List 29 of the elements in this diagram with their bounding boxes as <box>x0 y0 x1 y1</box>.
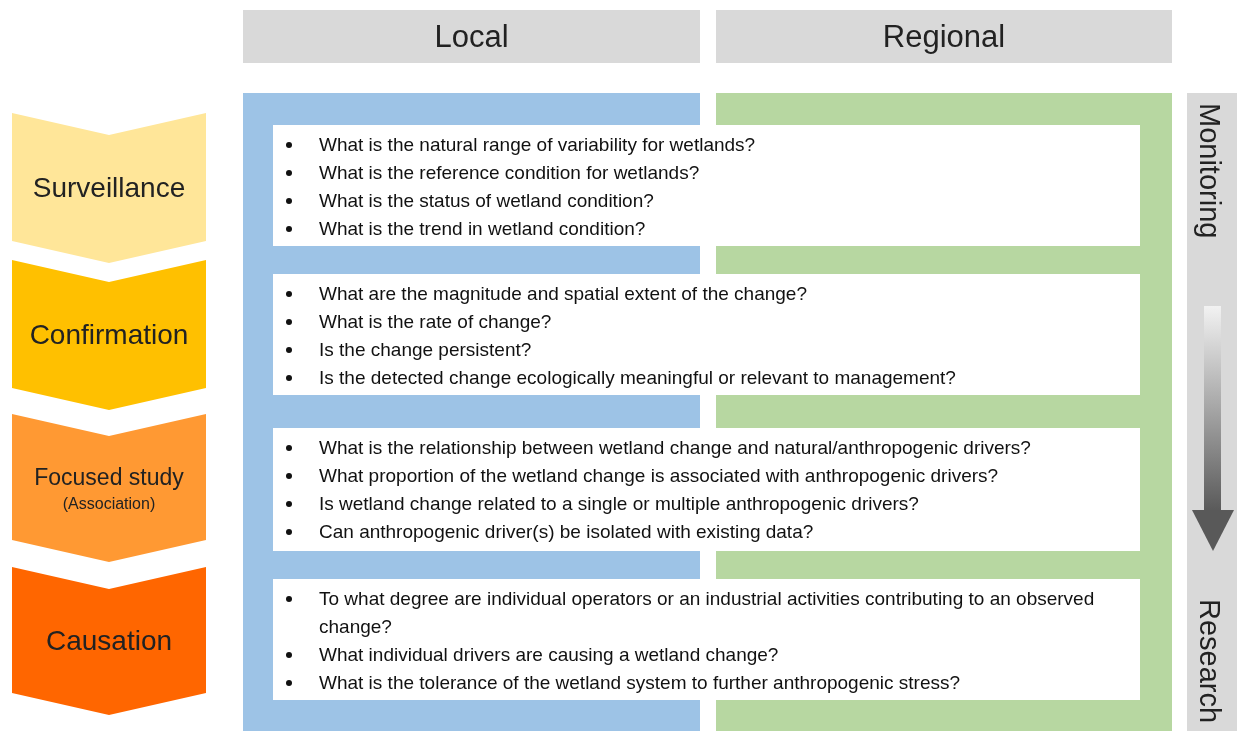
question-panel <box>273 274 1140 395</box>
question-text: Can anthropogenic driver(s) be isolated with existing data? <box>319 521 814 542</box>
question-text: What is the tolerance of the wetland system to further anthropogenic stress? <box>319 672 961 693</box>
question-text: Is the change persistent? <box>319 339 532 360</box>
stage-label: Surveillance <box>32 172 186 204</box>
scale-label-bottom: Research <box>1193 598 1226 723</box>
question-text: What is the rate of change? <box>319 311 552 332</box>
question-panel <box>273 125 1140 246</box>
stage-label: Focused study <box>34 463 184 491</box>
question-text: What is the status of wetland condition? <box>319 190 654 211</box>
side-bar <box>1187 93 1237 731</box>
stage-label: Causation <box>45 625 173 657</box>
question-text: What are the magnitude and spatial extent of the change? <box>319 283 807 304</box>
question-panel <box>273 428 1140 551</box>
question-text: To what degree are individual operators or an industrial activities contributing to an observed change? <box>319 588 1095 637</box>
question-text: What individual drivers are causing a wetland change? <box>319 644 779 665</box>
question-text: What is the relationship between wetland change and natural/anthropogenic drivers? <box>319 437 1031 458</box>
question-text: What is the trend in wetland condition? <box>319 218 646 239</box>
column-header: Local <box>243 10 700 63</box>
question-text: Is wetland change related to a single or multiple anthropogenic drivers? <box>319 493 919 514</box>
question-text: What proportion of the wetland change is associated with anthropogenic drivers? <box>319 465 999 486</box>
stage-label: Confirmation <box>29 319 189 351</box>
question-text: Is the detected change ecologically meaningful or relevant to management? <box>319 367 956 388</box>
question-text: What is the natural range of variability for wetlands? <box>319 134 756 155</box>
column-header: Regional <box>716 10 1172 63</box>
scale-label-top: Monitoring <box>1193 103 1226 239</box>
stage-subtitle: (Association) <box>62 494 156 513</box>
question-text: What is the reference condition for wetlands? <box>319 162 700 183</box>
question-panel <box>273 579 1140 700</box>
